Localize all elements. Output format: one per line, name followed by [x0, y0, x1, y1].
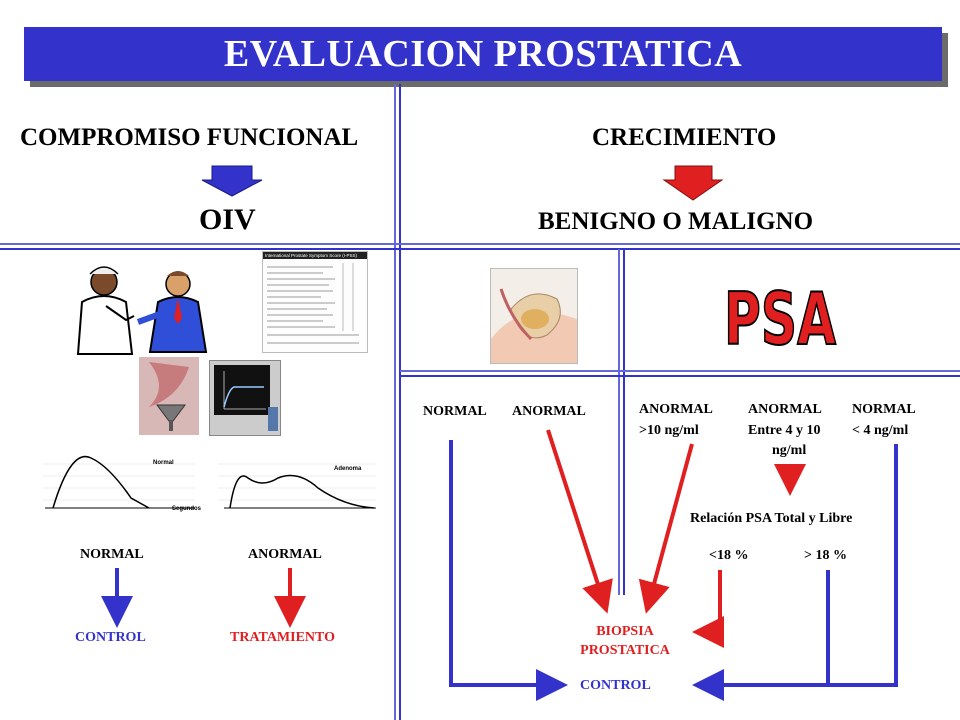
chart-adenoma-label: Adenoma — [334, 466, 362, 472]
result-oiv: OIV — [199, 203, 256, 236]
anormal-4-10-unit: ng/ml — [772, 443, 807, 458]
ipss-form-lines — [267, 263, 359, 344]
arrow-anormal-biopsia — [546, 429, 613, 614]
arrow-lt4-control — [692, 444, 898, 701]
uroflow-monitor-image — [209, 360, 281, 436]
ipss-questionnaire-image: International Prostate Symptom Score (I-… — [262, 251, 368, 353]
chart-normal-label: Normal — [153, 460, 174, 466]
right-control-label: CONTROL — [580, 678, 651, 693]
psa-logo: PSA — [723, 278, 837, 350]
anormal-4-10-value: Entre 4 y 10 — [748, 423, 821, 438]
prostate-anatomy-image — [490, 268, 578, 364]
chart-axis-label: Segundos — [172, 506, 202, 512]
biopsy-label-line2: PROSTATICA — [580, 643, 670, 658]
result-benigno-maligno: BENIGNO O MALIGNO — [538, 208, 814, 235]
anormal-4-10-label: ANORMAL — [748, 402, 822, 417]
biopsy-label-line1: BIOPSIA — [596, 624, 654, 639]
psa-ratio-label: Relación PSA Total y Libre — [690, 511, 853, 526]
blue-block-arrow — [201, 165, 263, 197]
arrow-lt18-biopsia — [692, 570, 724, 648]
left-control-label: CONTROL — [75, 630, 146, 645]
uroflow-chart-normal: Normal — [43, 452, 203, 514]
psa-label: PSA — [724, 278, 836, 350]
heading-compromiso-funcional: COMPROMISO FUNCIONAL — [20, 124, 359, 151]
ratio-low-label: <18 % — [709, 548, 749, 563]
normal-lt4-value: < 4 ng/ml — [852, 423, 909, 438]
anormal-gt10-label: ANORMAL — [639, 402, 713, 417]
arrow-gt10-biopsia — [638, 443, 694, 614]
ipss-title: International Prostate Symptom Score (I-… — [263, 252, 367, 259]
right-anormal-label: ANORMAL — [512, 404, 586, 419]
ratio-high-label: > 18 % — [804, 548, 847, 563]
page-title: EVALUACION PROSTATICA — [24, 27, 942, 81]
uroflow-photo-image — [139, 357, 199, 435]
left-anormal-label: ANORMAL — [248, 547, 322, 562]
right-normal-label: NORMAL — [423, 404, 487, 419]
heading-crecimiento: CRECIMIENTO — [592, 124, 777, 151]
arrow-normal-control-path — [449, 440, 568, 701]
left-normal-label: NORMAL — [80, 547, 144, 562]
left-treatment-label: TRATAMIENTO — [230, 630, 336, 645]
normal-lt4-label: NORMAL — [852, 402, 916, 417]
red-block-arrow — [662, 165, 724, 201]
uroflow-chart-adenoma: Adenoma — [218, 452, 378, 514]
anormal-gt10-value: >10 ng/ml — [639, 423, 699, 438]
doctor-patient-illustration — [76, 266, 208, 355]
